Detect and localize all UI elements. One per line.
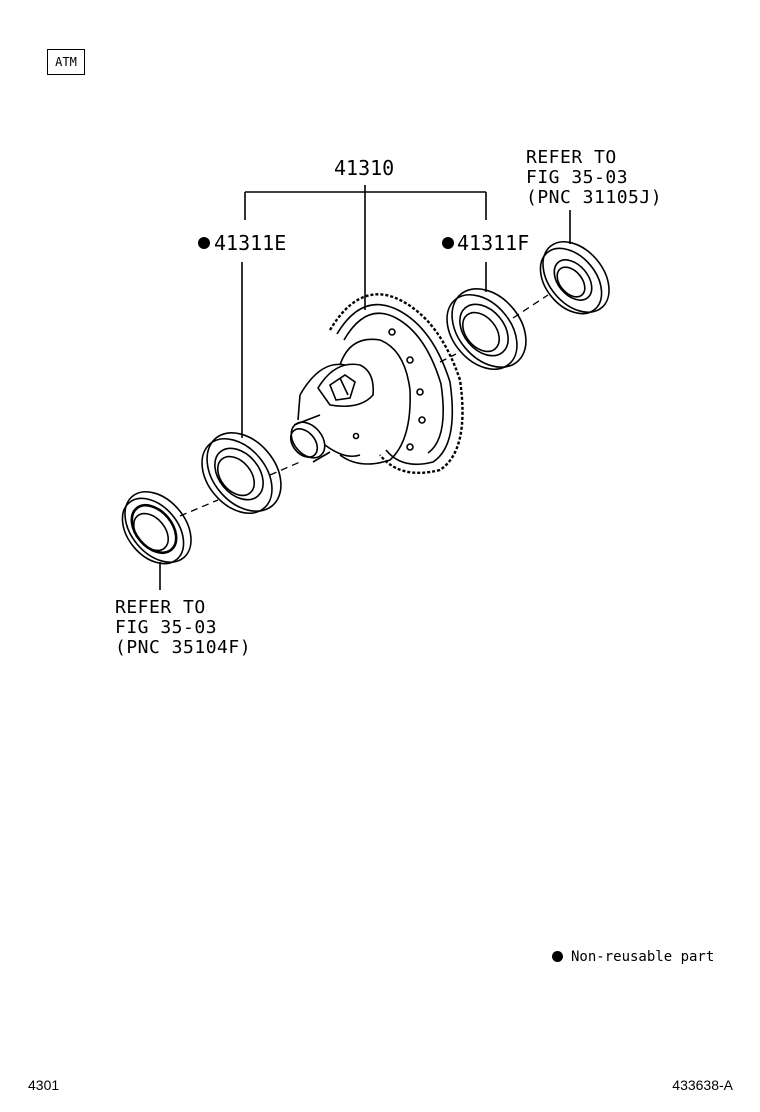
- differential-case: [289, 293, 464, 474]
- leader-lines: [159, 185, 571, 590]
- refer-note-left-line3: (PNC 35104F): [115, 637, 252, 658]
- atm-badge: ATM: [47, 49, 85, 75]
- oil-seal-right: [539, 240, 610, 315]
- center-axis: [179, 294, 549, 517]
- refer-note-right-line1: REFER TO: [526, 147, 617, 168]
- bearing-right: [446, 288, 527, 370]
- part-number-41311e: 41311E: [214, 231, 287, 255]
- legend: Non-reusable part: [552, 948, 714, 966]
- refer-note-right: REFER TO FIG 35-03 (PNC 31105J): [526, 148, 662, 208]
- legend-text: Non-reusable part: [571, 949, 715, 965]
- refer-note-left-line2: FIG 35-03: [115, 617, 218, 638]
- refer-note-right-line3: (PNC 31105J): [526, 187, 663, 208]
- footer-page-code: 4301: [28, 1077, 60, 1093]
- non-reusable-marker-left: [198, 237, 210, 249]
- refer-note-left: REFER TO FIG 35-03 (PNC 35104F): [115, 598, 251, 658]
- non-reusable-marker-right: [442, 237, 454, 249]
- part-number-41311f: 41311F: [457, 231, 530, 255]
- oil-seal-left: [121, 490, 192, 565]
- bearing-left: [201, 432, 282, 514]
- footer-figure-code: 433638-A: [672, 1077, 733, 1093]
- refer-note-right-line2: FIG 35-03: [526, 167, 629, 188]
- part-number-41310: 41310: [334, 156, 395, 180]
- refer-note-left-line1: REFER TO: [115, 597, 206, 618]
- non-reusable-dot-icon: [552, 951, 563, 962]
